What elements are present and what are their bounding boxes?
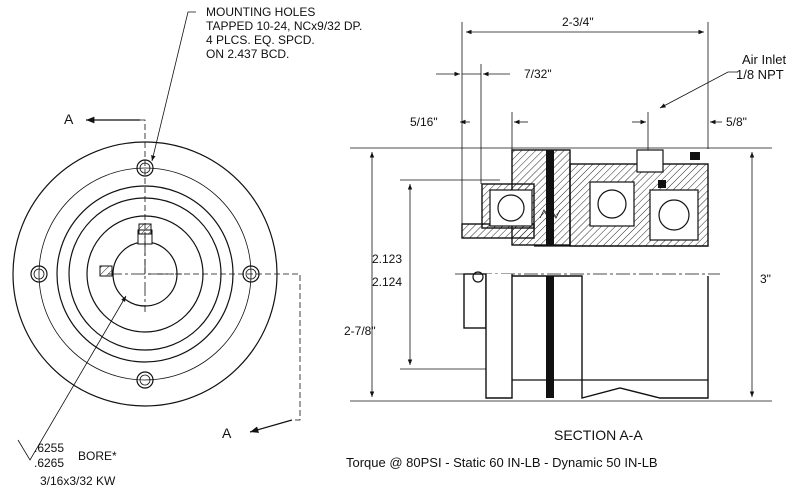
dim-5-8-label: 5/8" [726, 115, 747, 129]
bore-leader [17, 295, 127, 461]
dim-5-16-label: 5/16" [410, 115, 438, 129]
dia-lower-label: 2.124 [372, 275, 402, 289]
friction-disc-lower [546, 276, 554, 398]
lower-housing-outline [485, 274, 513, 399]
section-arrow-bottom [249, 419, 293, 433]
section-title: SECTION A-A [554, 427, 643, 443]
mounting-hole-bottom [136, 371, 154, 389]
section-marker-bottom: A [222, 425, 232, 441]
air-inlet-port [636, 149, 664, 173]
air-inlet-label: Air Inlet [742, 52, 786, 67]
air-inlet-leader [659, 71, 738, 109]
bearing-middle [589, 181, 635, 227]
section-view: 2-3/4" 7/32" 5/16" 5/8" Air Inlet 1/8 NP… [344, 15, 786, 443]
bearing-right [649, 189, 699, 241]
section-marker-top: A [64, 111, 74, 127]
friction-disc-upper [546, 150, 554, 246]
dia-upper-label: 2.123 [372, 252, 402, 266]
torque-note: Torque @ 80PSI - Static 60 IN-LB - Dynam… [346, 455, 658, 470]
mounting-holes-line-3: 4 PLCS. EQ. SPCD. [206, 33, 315, 47]
lower-hub-outline [463, 273, 487, 329]
air-inlet-size-label: 1/8 NPT [736, 67, 784, 82]
mounting-holes-line-1: MOUNTING HOLES [206, 5, 315, 19]
section-cutting-plane [140, 119, 301, 421]
return-spring [539, 209, 561, 219]
front-view: MOUNTING HOLES TAPPED 10-24, NCx9/32 DP.… [12, 5, 362, 488]
overall-length-label: 2-3/4" [562, 15, 594, 29]
bearing-left [489, 189, 533, 227]
lower-body-outline [512, 275, 709, 399]
mounting-holes-line-2: TAPPED 10-24, NCx9/32 DP. [206, 19, 362, 33]
mounting-hole-leader [151, 11, 196, 162]
bore-lower-value: .6265 [34, 456, 64, 470]
bore-upper-value: .6255 [34, 441, 64, 455]
set-screw-hole [99, 265, 113, 277]
mounting-holes-line-4: ON 2.437 BCD. [206, 47, 289, 61]
dia-2-7-8-label: 2-7/8" [344, 324, 376, 338]
dia-3-label: 3" [760, 272, 771, 286]
seal-small [658, 180, 666, 188]
mounting-hole-left [30, 265, 48, 283]
bore-label: BORE* [78, 449, 117, 463]
lower-hub-edge [472, 271, 484, 283]
dim-7-32-label: 7/32" [524, 67, 552, 81]
keyway-label: 3/16x3/32 KW [40, 474, 116, 488]
seal-top [690, 152, 700, 160]
